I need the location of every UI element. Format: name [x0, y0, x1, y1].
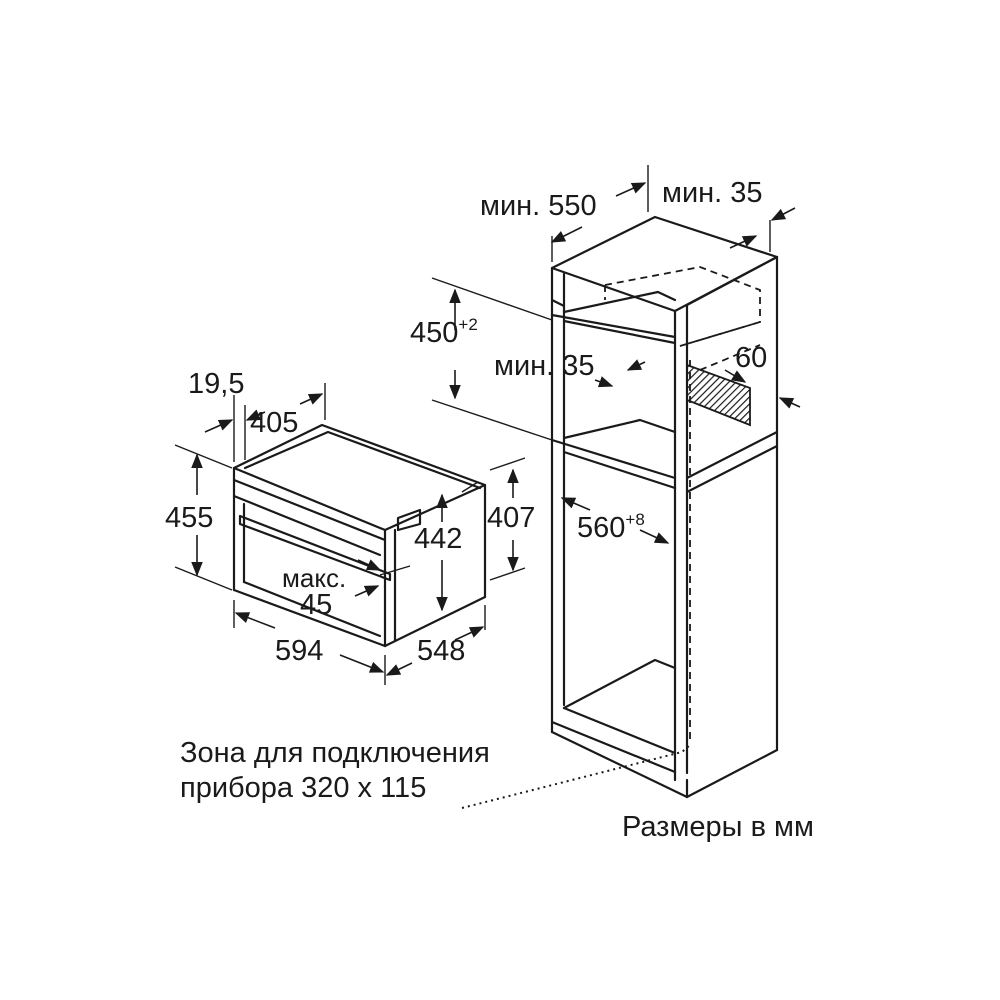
note-connection-line1: Зона для подключения: [180, 737, 490, 769]
label-total-height: 455: [165, 502, 213, 534]
label-body-depth: 548: [417, 635, 465, 667]
label-niche-height: 450+2: [410, 315, 478, 349]
label-body-height-2: 407: [487, 502, 535, 534]
label-total-width: 594: [275, 635, 323, 667]
label-vent-height: 60: [735, 342, 767, 374]
label-niche-depth: 560+8: [577, 510, 645, 544]
oven: [232, 423, 487, 648]
label-handle-max: макс.: [282, 563, 346, 593]
label-front-width: 405: [250, 407, 298, 439]
label-cab-width: мин. 550: [480, 190, 597, 222]
dimension-lines: [174, 165, 801, 809]
label-front-offset: 19,5: [188, 368, 244, 400]
label-shelf-gap: мин. 35: [494, 350, 595, 382]
label-body-height: 442: [414, 523, 462, 555]
note-connection-line2: прибора 320 х 115: [180, 772, 426, 804]
label-cab-side-gap: мин. 35: [662, 177, 763, 209]
label-handle-max-value: 45: [300, 589, 332, 621]
labels: мин. 550 мин. 35 450+2 мин. 35 60 560+8 …: [165, 177, 814, 843]
cabinet: [550, 215, 779, 799]
note-units: Размеры в мм: [622, 811, 814, 843]
